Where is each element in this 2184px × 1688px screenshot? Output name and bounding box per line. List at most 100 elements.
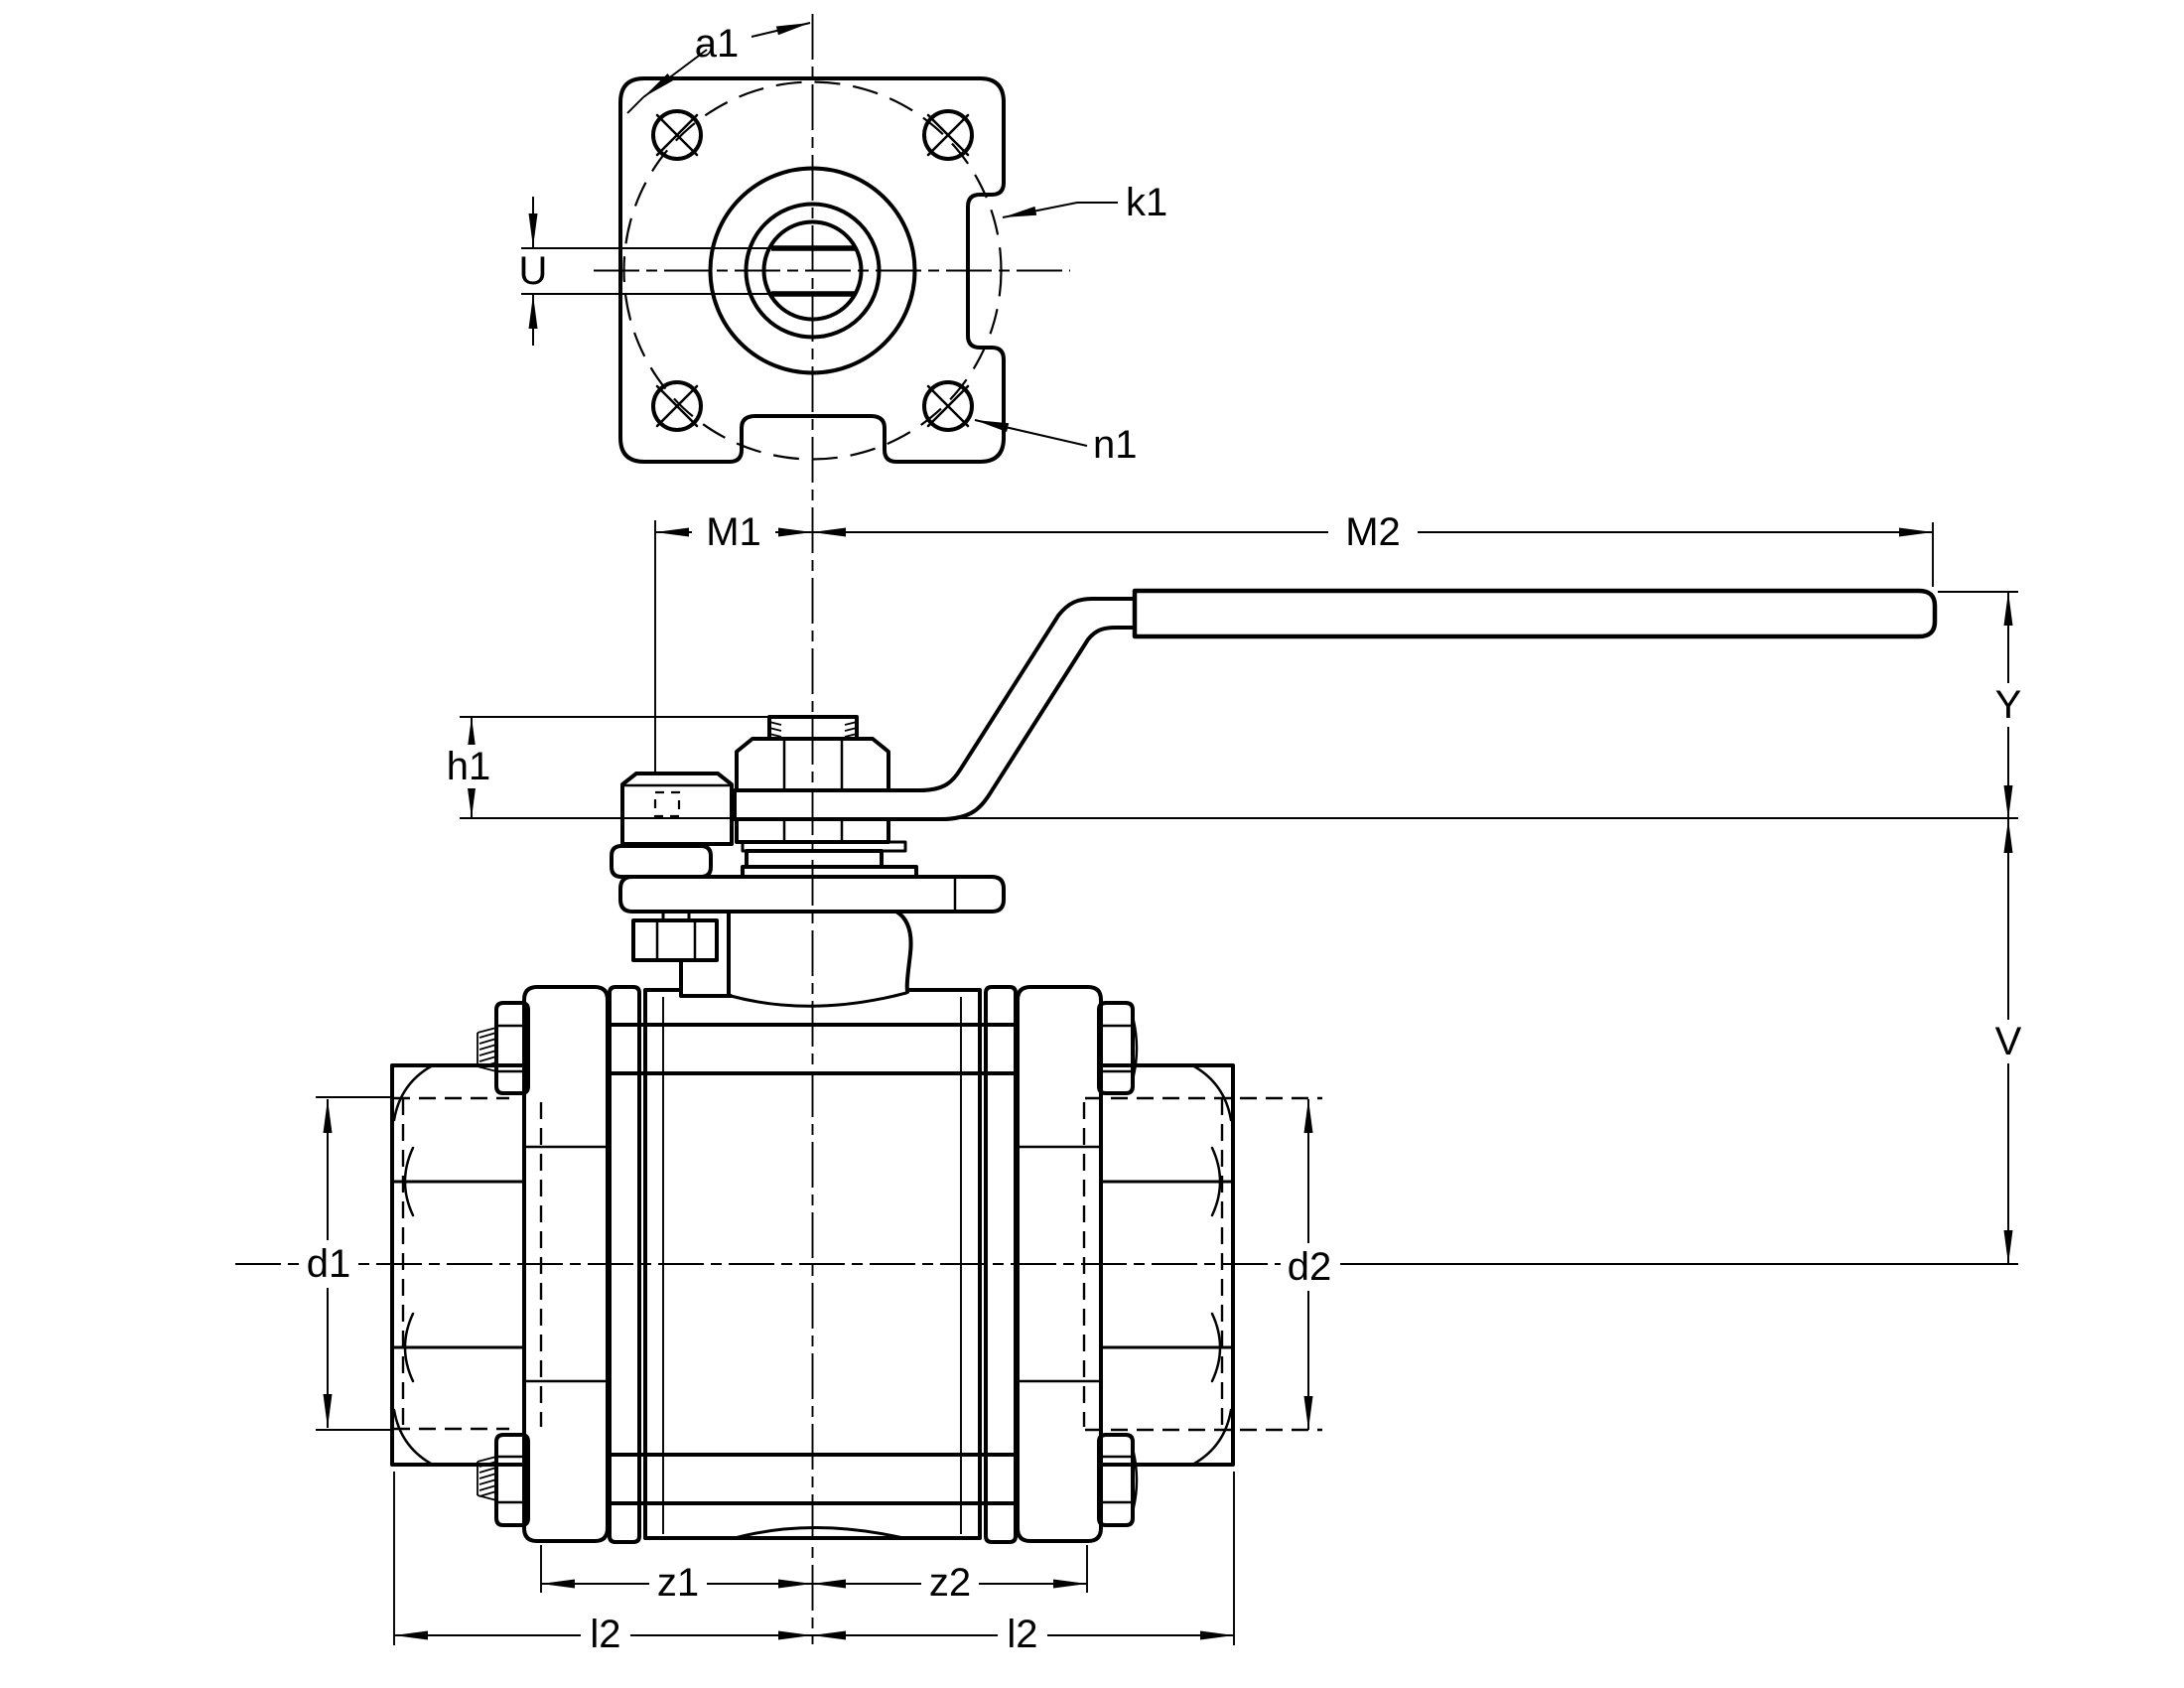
label-y: Y xyxy=(1995,683,2022,727)
left-cap-outline xyxy=(390,1063,526,1467)
centerlines xyxy=(235,14,1281,1644)
left-cap-chamfers xyxy=(392,1064,433,1466)
label-a1: a1 xyxy=(695,22,740,66)
bottom-bolt-shank xyxy=(608,1453,1019,1505)
label-mask xyxy=(998,1613,1047,1656)
left-body-flange xyxy=(608,985,641,1544)
flange-plate-outline xyxy=(618,76,1006,464)
label-z2: z2 xyxy=(929,1561,971,1605)
left-hex-end-cap xyxy=(390,1063,526,1467)
bolt-hole xyxy=(651,380,703,432)
label-mask xyxy=(921,1561,979,1605)
stop-pin-lock-nut xyxy=(631,918,719,962)
boss-middle-circle xyxy=(744,202,882,340)
bottom-bolt-left-nut xyxy=(494,1433,530,1527)
boss-outer-circle xyxy=(708,166,917,375)
stem-boss xyxy=(708,166,917,375)
top-bolt-shank xyxy=(608,1023,1019,1075)
hidden-thread-lines xyxy=(393,1096,1322,1432)
label-mask xyxy=(1328,508,1418,554)
stem-upper-nut-facets xyxy=(782,737,844,792)
bolt-hole-cross-marks xyxy=(655,113,970,428)
label-z1: z1 xyxy=(657,1561,699,1605)
label-mask xyxy=(441,745,496,788)
stem-washer-lower xyxy=(741,865,918,879)
stem-washer-middle xyxy=(745,849,884,869)
label-m1: M1 xyxy=(706,510,761,554)
stem-neck xyxy=(727,910,913,998)
bottom-body-bolt xyxy=(477,1433,1139,1527)
bottom-bolt-left-threads xyxy=(477,1456,497,1501)
right-hex-end-cap xyxy=(1099,1063,1235,1467)
stop-pin-hidden-hole xyxy=(653,790,681,818)
top-bolt-right-head-facets xyxy=(1097,1015,1139,1081)
bolt-hole xyxy=(922,380,974,432)
stem-flats xyxy=(771,245,855,297)
a1-leader-tail xyxy=(626,96,644,114)
center-body xyxy=(643,910,982,1540)
stop-pin-washer xyxy=(610,844,713,879)
label-l2-right: l2 xyxy=(1007,1613,1037,1656)
stem-lower-nut-facets xyxy=(782,817,844,844)
label-n1: n1 xyxy=(1093,423,1138,467)
body-flanges xyxy=(608,985,1018,1544)
bolt-circle-dashed xyxy=(622,80,1003,461)
label-mask xyxy=(1984,1020,2032,1063)
top-bolt-left-threads xyxy=(477,1027,497,1072)
body-outline xyxy=(643,958,982,1540)
iso-mounting-pad xyxy=(618,875,1006,914)
label-mask xyxy=(692,508,775,554)
top-bolt-left-nut xyxy=(494,1001,530,1095)
top-view xyxy=(618,76,1006,464)
bottom-bolt-right-head-facets xyxy=(1097,1447,1139,1513)
label-d1: d1 xyxy=(307,1242,351,1286)
n1-leader xyxy=(974,419,1088,447)
handle-lever-arm xyxy=(733,597,1137,821)
flange-bolt-holes xyxy=(651,109,974,432)
label-mask xyxy=(1984,683,2032,727)
label-mask xyxy=(300,1240,357,1288)
cap-flanges xyxy=(522,985,1103,1543)
label-u: U xyxy=(519,249,548,293)
bottom-bolt-left-nut-facets xyxy=(494,1455,530,1504)
bottom-bolt-right-head xyxy=(1097,1433,1135,1527)
a1-leader-to-corner xyxy=(642,49,708,98)
left-cap-facets xyxy=(390,1180,526,1349)
bolt-hole xyxy=(922,109,974,161)
stop-pin-lock-nut-facets xyxy=(655,918,697,962)
stem-hole-circle xyxy=(761,219,864,322)
label-d2: d2 xyxy=(1288,1245,1332,1289)
dimensions: a1 k1 n1 U M1 M2 h1 Y V d1 d2 z1 z2 l2 l… xyxy=(300,22,2032,1656)
handle-grip-sleeve xyxy=(1132,588,1938,639)
ball-arcs xyxy=(729,991,908,1540)
k1-leader xyxy=(1002,202,1118,218)
cap-flange-shoulder-lines xyxy=(522,1145,1103,1383)
label-l2-left: l2 xyxy=(590,1613,620,1656)
top-body-bolt xyxy=(477,1001,1139,1095)
extension-lines xyxy=(316,247,2018,1645)
top-bolt-right-head xyxy=(1097,1001,1135,1095)
stem-assembly xyxy=(610,715,1006,962)
right-cap-flange xyxy=(1016,985,1103,1543)
label-mask xyxy=(649,1561,707,1605)
bolt-hole xyxy=(651,109,703,161)
label-v: V xyxy=(1995,1020,2022,1063)
right-cap-outline xyxy=(1099,1063,1235,1467)
label-k1: k1 xyxy=(1126,181,1167,224)
handle xyxy=(733,588,1938,821)
front-view xyxy=(316,247,2018,1645)
body-seat-lines xyxy=(662,997,962,1534)
right-body-flange xyxy=(984,985,1018,1544)
left-cap-flange xyxy=(522,985,610,1543)
top-bolt-left-nut-facets xyxy=(494,1024,530,1073)
label-mask xyxy=(581,1613,630,1656)
label-mask xyxy=(1281,1243,1338,1291)
right-cap-chamfers xyxy=(1192,1064,1233,1466)
stem-stud-threads xyxy=(768,721,858,738)
label-h1: h1 xyxy=(447,745,491,788)
label-m2: M2 xyxy=(1345,510,1401,554)
a1-leader-to-centerline xyxy=(751,22,811,38)
stop-pin-block xyxy=(620,772,734,846)
